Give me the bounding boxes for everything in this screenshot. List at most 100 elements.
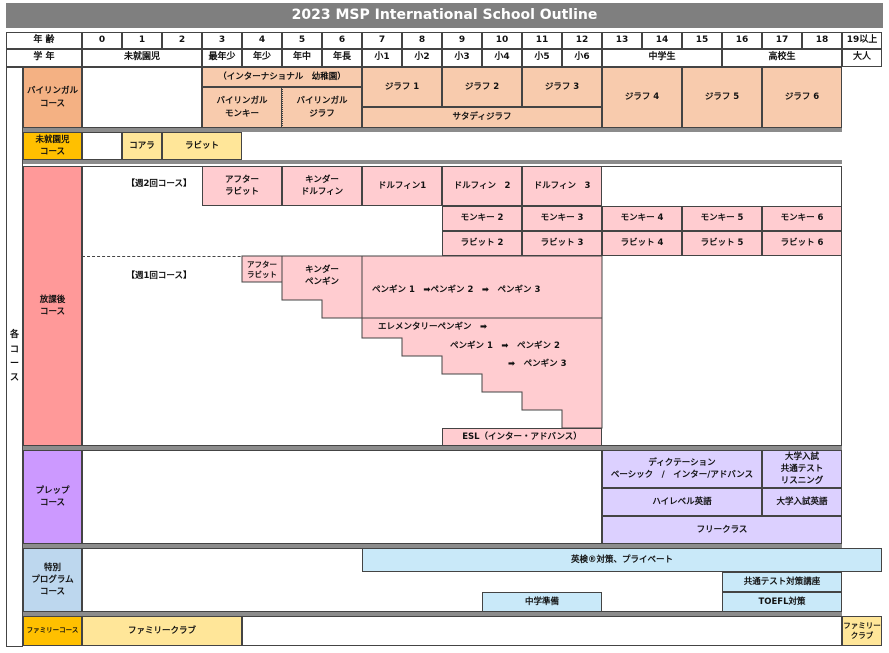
- age-cell: 2: [162, 32, 202, 49]
- grade-preschool: 未就園児: [82, 49, 202, 67]
- eiken-private: 英検®対策、プライベート: [362, 548, 882, 572]
- prep-exam-listening: 大学入試 共通テスト リスニング: [762, 450, 842, 488]
- saturday-giraffe: サタディジラフ: [362, 107, 602, 128]
- prep-dictation: ディクテーション ベーシック / インター/アドバンス: [602, 450, 762, 488]
- common-test-course: 共通テスト対策講座: [722, 572, 842, 592]
- special-course-label: 特別 プログラム コース: [23, 548, 82, 612]
- age-cell: 8: [402, 32, 442, 49]
- age-cell: 16: [722, 32, 762, 49]
- dolphin-2: ドルフィン 2: [442, 166, 522, 206]
- age-cell: 3: [202, 32, 242, 49]
- elementary-penguin-3: ➡ ペンギン 3: [508, 358, 567, 369]
- rabbit-3: ラビット 3: [522, 231, 602, 256]
- separator: [23, 612, 842, 616]
- monkey-5: モンキー 5: [682, 206, 762, 231]
- grade-header-label: 学 年: [6, 49, 82, 67]
- age-cell: 11: [522, 32, 562, 49]
- grade-nensho: 年少: [242, 49, 282, 67]
- age-cell: 7: [362, 32, 402, 49]
- grade-s5: 小5: [522, 49, 562, 67]
- bilingual-course-label: バイリンガル コース: [23, 67, 82, 128]
- grade-high: 高校生: [722, 49, 842, 67]
- prep-exam-english: 大学入試英語: [762, 488, 842, 516]
- grade-nenchu: 年中: [282, 49, 322, 67]
- grade-middle: 中学生: [602, 49, 722, 67]
- preschool-rabbit: ラビット: [162, 132, 242, 160]
- giraffe-6: ジラフ 6: [762, 67, 842, 128]
- age-cell: 15: [682, 32, 722, 49]
- middle-school-prep: 中学準備: [482, 592, 602, 612]
- age-cell: 18: [802, 32, 842, 49]
- grade-adult: 大人: [842, 49, 882, 67]
- bilingual-empty-area: [82, 67, 202, 128]
- separator: [23, 128, 842, 132]
- afterschool-course-label: 放課後 コース: [23, 166, 82, 446]
- bilingual-monkey: バイリンガル モンキー: [202, 87, 282, 128]
- after-rabbit-small: アフター ラビット: [247, 260, 277, 279]
- family-club-adult: ファミリー クラブ: [842, 616, 882, 646]
- separator: [23, 446, 842, 450]
- grade-nensho-pre: 最年少: [202, 49, 242, 67]
- rabbit-6: ラビット 6: [762, 231, 842, 256]
- esl-course: ESL（インター・アドバンス）: [442, 428, 602, 446]
- giraffe-3: ジラフ 3: [522, 67, 602, 107]
- grade-s3: 小3: [442, 49, 482, 67]
- family-course-label: ファミリーコース: [23, 616, 82, 646]
- preschool-koala: コアラ: [122, 132, 162, 160]
- age-cell: 1: [122, 32, 162, 49]
- monkey-4: モンキー 4: [602, 206, 682, 231]
- bilingual-giraffe: バイリンガル ジラフ: [282, 87, 362, 128]
- elementary-penguin: エレメンタリーペンギン ➡: [378, 321, 488, 332]
- family-empty-area: [242, 616, 842, 646]
- preschool-course-label: 未就園児 コース: [23, 132, 82, 160]
- age-cell: 10: [482, 32, 522, 49]
- kinder-penguin: キンダー ペンギン: [304, 264, 339, 287]
- grade-s6: 小6: [562, 49, 602, 67]
- elementary-penguin-progression: ペンギン 1 ➡ ペンギン 2: [450, 340, 560, 351]
- grade-nencho: 年長: [322, 49, 362, 67]
- page-title: 2023 MSP International School Outline: [6, 3, 883, 28]
- monkey-2: モンキー 2: [442, 206, 522, 231]
- prep-empty-area: [82, 450, 602, 544]
- prep-free-class: フリークラス: [602, 516, 842, 544]
- age-cell: 4: [242, 32, 282, 49]
- age-cell: 9: [442, 32, 482, 49]
- age-header-label: 年 齢: [6, 32, 82, 49]
- family-club: ファミリークラブ: [82, 616, 242, 646]
- giraffe-1: ジラフ 1: [362, 67, 442, 107]
- kinder-dolphin: キンダー ドルフィン: [282, 166, 362, 206]
- penguin-progression: ペンギン 1 ➡ペンギン 2 ➡ ペンギン 3: [372, 284, 541, 295]
- separator: [23, 160, 842, 164]
- monkey-3: モンキー 3: [522, 206, 602, 231]
- once-weekly-label: 【週1回コース】: [126, 270, 192, 281]
- age-cell: 5: [282, 32, 322, 49]
- separator: [23, 544, 842, 548]
- rabbit-4: ラビット 4: [602, 231, 682, 256]
- age-cell: 17: [762, 32, 802, 49]
- giraffe-2: ジラフ 2: [442, 67, 522, 107]
- prep-high-level-english: ハイレベル英語: [602, 488, 762, 516]
- dolphin-3: ドルフィン 3: [522, 166, 602, 206]
- twice-weekly-label: 【週2回コース】: [126, 178, 192, 189]
- giraffe-4: ジラフ 4: [602, 67, 682, 128]
- side-label-courses: 各 コ ー ス: [6, 67, 23, 647]
- grade-s2: 小2: [402, 49, 442, 67]
- staircase-shape: [241, 255, 603, 429]
- after-rabbit: アフター ラビット: [202, 166, 282, 206]
- dolphin-1: ドルフィン1: [362, 166, 442, 206]
- age-cell: 14: [642, 32, 682, 49]
- giraffe-5: ジラフ 5: [682, 67, 762, 128]
- rabbit-5: ラビット 5: [682, 231, 762, 256]
- age-cell: 6: [322, 32, 362, 49]
- age-19-plus: 19以上: [842, 32, 882, 49]
- prep-course-label: プレップ コース: [23, 450, 82, 544]
- age-cell: 0: [82, 32, 122, 49]
- monkey-6: モンキー 6: [762, 206, 842, 231]
- age-cell: 13: [602, 32, 642, 49]
- age-cell: 12: [562, 32, 602, 49]
- preschool-empty: [82, 132, 122, 160]
- toefl-course: TOEFL対策: [722, 592, 842, 612]
- grade-s1: 小1: [362, 49, 402, 67]
- bilingual-kindergarten: （インターナショナル 幼稚園）: [202, 67, 362, 87]
